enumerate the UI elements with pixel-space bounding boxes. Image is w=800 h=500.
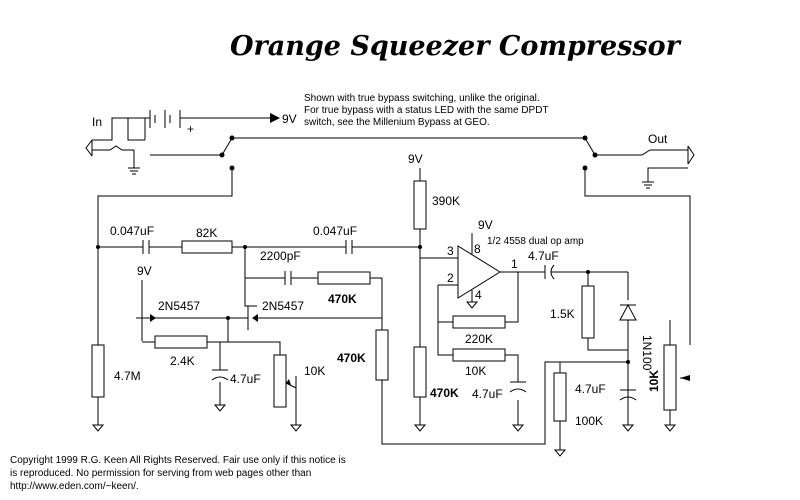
r2-4k-label: 2.4K (170, 354, 195, 368)
r220k-label: 220K (465, 332, 493, 346)
q2-label: 2N5457 (262, 299, 304, 313)
c-out (544, 264, 629, 300)
battery-9v-label: 9V (282, 112, 297, 126)
c-bias (509, 381, 527, 432)
jfet-q1 (136, 306, 248, 341)
battery-symbol (128, 110, 280, 140)
9v-opamp-label: 9V (478, 218, 493, 232)
pin1-label: 1 (511, 257, 518, 271)
battery-plus: + (187, 122, 194, 136)
copyright-line-2: is reproduced. No permission for serving… (10, 468, 311, 479)
pot10k-vol-label: 10K (647, 370, 661, 392)
d1n100-label: 1N100 (640, 335, 654, 371)
c-mid-label: 0.047uF (313, 224, 357, 238)
note-line-2: For true bypass with a status LED with t… (304, 105, 549, 116)
c-det-label: 4.7uF (575, 382, 606, 396)
c-det (619, 389, 637, 432)
r10k-label: 10K (465, 364, 486, 378)
resistor-470k-fb (317, 271, 371, 285)
resistor-470k-gate (375, 329, 389, 381)
bypass-switch (97, 135, 691, 345)
c-jfet-label: 4.7uF (230, 372, 261, 386)
pot10k-trim-label: 10K (304, 364, 325, 378)
c-out-label: 4.7uF (528, 249, 559, 263)
r470k-fb-label: 470K (328, 292, 357, 306)
c-jfet (211, 342, 229, 412)
resistor-220k (452, 315, 506, 329)
input-jack (85, 117, 145, 157)
input-label: In (92, 115, 102, 129)
c-input (96, 240, 182, 254)
r100k-label: 100K (575, 414, 603, 428)
pot-10k-volume (663, 344, 677, 411)
schematic-title: Orange Squeezer Compressor (230, 31, 682, 62)
resistor-100k (553, 372, 567, 422)
9v-jfet-label: 9V (137, 264, 152, 278)
note-line-1: Shown with true bypass switching, unlike… (304, 93, 540, 104)
output-jack (630, 145, 695, 189)
resistor-10k (452, 348, 506, 362)
resistor-4-7m (91, 344, 105, 398)
output-label: Out (648, 132, 668, 146)
r390k-label: 390K (432, 194, 460, 208)
resistor-470k-bias (413, 346, 427, 398)
ground-100k (553, 449, 567, 457)
opamp-symbol (420, 233, 545, 309)
copyright-line-3: http://www.eden.com/~keen/. (10, 481, 139, 492)
r1-5k-label: 1.5K (550, 307, 575, 321)
pot-10k-trim (273, 354, 287, 408)
q1-label: 2N5457 (158, 299, 200, 313)
input-ground (128, 150, 140, 175)
opamp-label: 1/2 4558 dual op amp (487, 236, 584, 247)
r470k-bias-label: 470K (430, 386, 459, 400)
resistor-2-4k (154, 335, 208, 349)
c2200-label: 2200pF (260, 249, 301, 263)
r82k-label: 82K (196, 226, 217, 240)
c-bias-label: 4.7uF (472, 387, 503, 401)
r470k-gate-label: 470K (337, 351, 366, 365)
pin3-label: 3 (447, 244, 454, 258)
r4-7m-label: 4.7M (114, 369, 141, 383)
c-input-label: 0.047uF (110, 224, 154, 238)
resistor-390k (413, 180, 427, 230)
9v-top-label: 9V (408, 152, 423, 166)
resistor-1-5k (581, 285, 595, 339)
pin2-label: 2 (447, 271, 454, 285)
diode-1n100 (619, 303, 637, 410)
pin8-label: 8 (474, 242, 481, 256)
pin4-label: 4 (475, 288, 482, 302)
c-mid (345, 240, 422, 254)
resistor-82k (181, 240, 233, 254)
note-line-3: switch, see the Millenium Bypass at GEO. (304, 117, 490, 128)
jfet-q2 (247, 306, 382, 330)
copyright-line-1: Copyright 1999 R.G. Keen All Rights Rese… (10, 455, 346, 466)
